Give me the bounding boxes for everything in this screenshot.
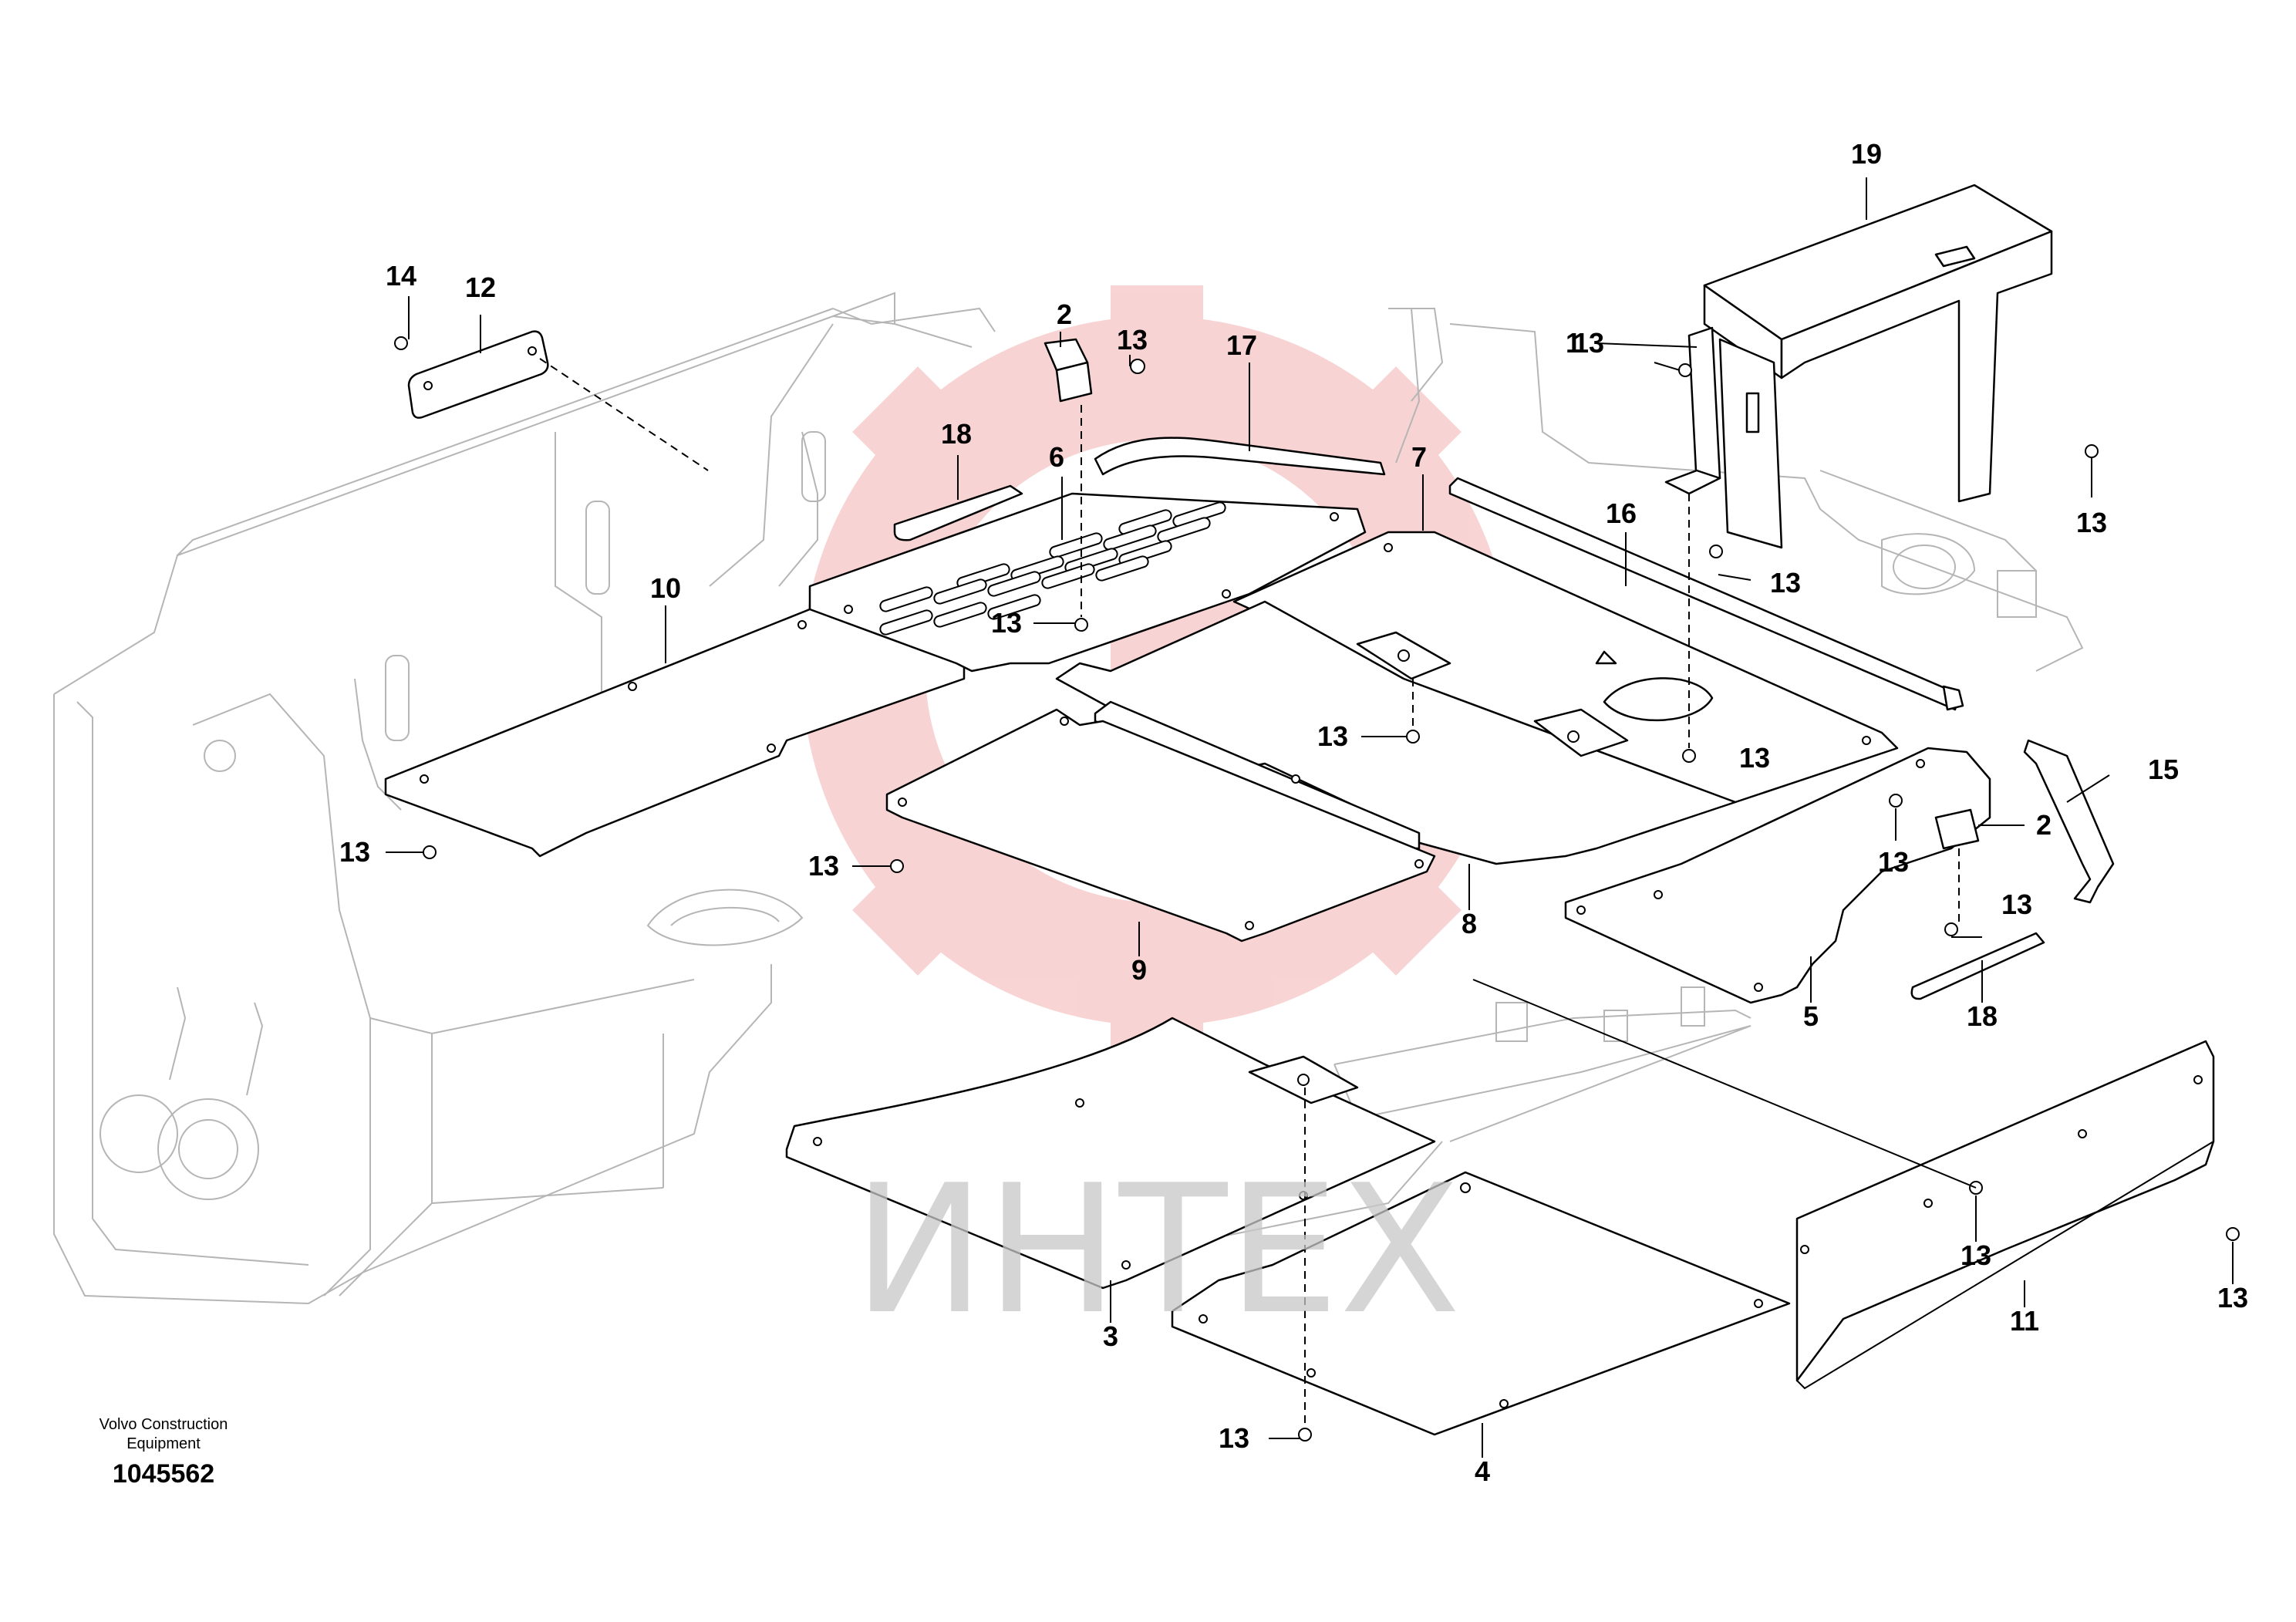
callouts: 14 12 2 13 17 18 6 7 16 1 13 19 13 13 10…	[339, 138, 2248, 1487]
caption-line-1: Volvo Construction	[99, 1416, 228, 1433]
bracket-19	[1703, 184, 2053, 549]
callout-13-plate9: 13	[808, 850, 839, 882]
plate-7	[1232, 531, 1899, 804]
bolts	[394, 336, 2240, 1442]
callout-16: 16	[1606, 497, 1637, 529]
callout-13-plate11: 13	[1961, 1239, 1991, 1271]
plate-5	[1564, 747, 1991, 1004]
plate-6-slotted	[808, 492, 1367, 673]
strip-17	[1094, 437, 1386, 476]
strip-18-lower	[1910, 932, 2045, 1000]
callout-13-bracket2-lower: 13	[1878, 846, 1909, 878]
plate-3	[785, 1017, 1436, 1290]
callout-18-upper: 18	[941, 418, 972, 450]
caption-drawing-number: 1045562	[113, 1459, 214, 1489]
callout-17: 17	[1226, 329, 1257, 361]
callout-13-plate10: 13	[339, 836, 370, 868]
callout-13-top: 13	[1117, 324, 1148, 356]
callout-1: 1	[1566, 327, 1581, 359]
callout-15: 15	[2148, 754, 2179, 785]
strip-18-upper	[893, 484, 1023, 541]
callout-18-lower: 18	[1967, 1000, 1998, 1032]
callout-9: 9	[1131, 954, 1147, 986]
callout-13-plate8: 13	[1317, 720, 1348, 752]
plate-4	[1171, 1171, 1791, 1436]
plate-11	[1795, 1040, 2215, 1390]
callout-13-plate11-right: 13	[2217, 1282, 2248, 1313]
callout-13-bracket19: 13	[2076, 507, 2107, 538]
bracket-2-upper	[1043, 338, 1093, 403]
callout-6: 6	[1049, 441, 1064, 473]
callout-14: 14	[386, 260, 416, 292]
callout-7: 7	[1411, 441, 1427, 473]
callout-12: 12	[465, 271, 496, 303]
callout-13-bracket1-top: 13	[1573, 327, 1604, 359]
vent-slots	[879, 501, 1226, 636]
hose-15	[2023, 739, 2115, 904]
callout-13-plate5: 13	[2001, 889, 2032, 920]
callout-13-plate4: 13	[1219, 1422, 1249, 1454]
callout-3: 3	[1103, 1320, 1118, 1352]
upper-frame-outline	[53, 292, 2084, 1305]
caption: Volvo Construction Equipment 1045562	[99, 1416, 228, 1489]
bracket-1	[1664, 326, 1721, 495]
plate-12	[407, 330, 549, 419]
plate-8	[1055, 600, 1737, 865]
caption-line-2: Equipment	[126, 1435, 201, 1452]
callout-8: 8	[1462, 908, 1477, 939]
callout-13-bracket1-bottom: 13	[1770, 567, 1801, 599]
watermark-text: ИНТЕХ	[853, 1148, 1461, 1354]
callout-10: 10	[650, 572, 681, 604]
leader-lines	[386, 177, 2234, 1458]
bracket-2-lower	[1934, 808, 1980, 850]
callout-13-plate7: 13	[1739, 742, 1770, 774]
callout-11: 11	[2010, 1305, 2039, 1337]
callout-2-lower: 2	[2036, 809, 2052, 841]
callout-2-upper: 2	[1057, 298, 1072, 330]
plate-9	[885, 708, 1436, 943]
rail-16	[1448, 477, 1964, 711]
callout-19: 19	[1851, 138, 1882, 170]
callout-4: 4	[1475, 1455, 1490, 1487]
callout-5: 5	[1803, 1000, 1819, 1032]
callout-13-plate6: 13	[991, 607, 1022, 639]
assembly-lines	[539, 358, 1977, 1427]
